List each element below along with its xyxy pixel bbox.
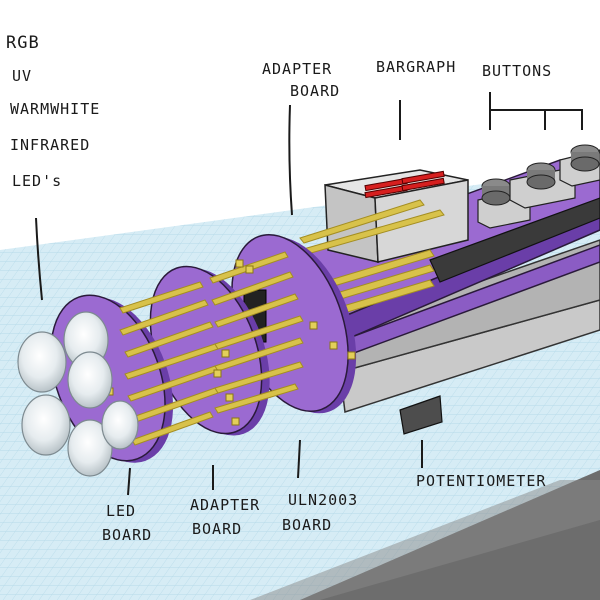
bargraph-segments <box>364 170 445 199</box>
potentiometer-body <box>399 395 443 435</box>
button-2 <box>509 162 576 209</box>
label-led-board-1: LED <box>106 502 136 520</box>
label-uln2003-2: BOARD <box>282 516 332 534</box>
leader-lines <box>35 92 583 496</box>
label-led-board-2: BOARD <box>102 526 152 544</box>
label-bargraph: BARGRAPH <box>376 58 456 76</box>
button-3 <box>559 144 600 187</box>
label-uv: UV <box>12 67 32 85</box>
led-array <box>17 311 139 477</box>
long-pins <box>299 199 445 317</box>
label-infrared: INFRARED <box>10 136 90 154</box>
dark-rail <box>429 197 600 283</box>
label-buttons: BUTTONS <box>482 62 552 80</box>
label-adapter-top-2: BOARD <box>290 82 340 100</box>
label-adapter-top-1: ADAPTER <box>262 60 332 78</box>
label-uln2003-1: ULN2003 <box>288 491 358 509</box>
label-adapter-bottom-2: BOARD <box>192 520 242 538</box>
board-pins <box>119 251 304 446</box>
label-leds: LED's <box>12 172 62 190</box>
label-adapter-bottom-1: ADAPTER <box>190 496 260 514</box>
label-rgb: RGB <box>6 33 40 53</box>
label-potentiometer: POTENTIOMETER <box>416 472 546 490</box>
label-warmwhite: WARMWHITE <box>10 100 100 118</box>
device-shadow-soft <box>250 480 600 600</box>
led-types-label: RGB UV WARMWHITE INFRARED LED's <box>6 33 100 190</box>
